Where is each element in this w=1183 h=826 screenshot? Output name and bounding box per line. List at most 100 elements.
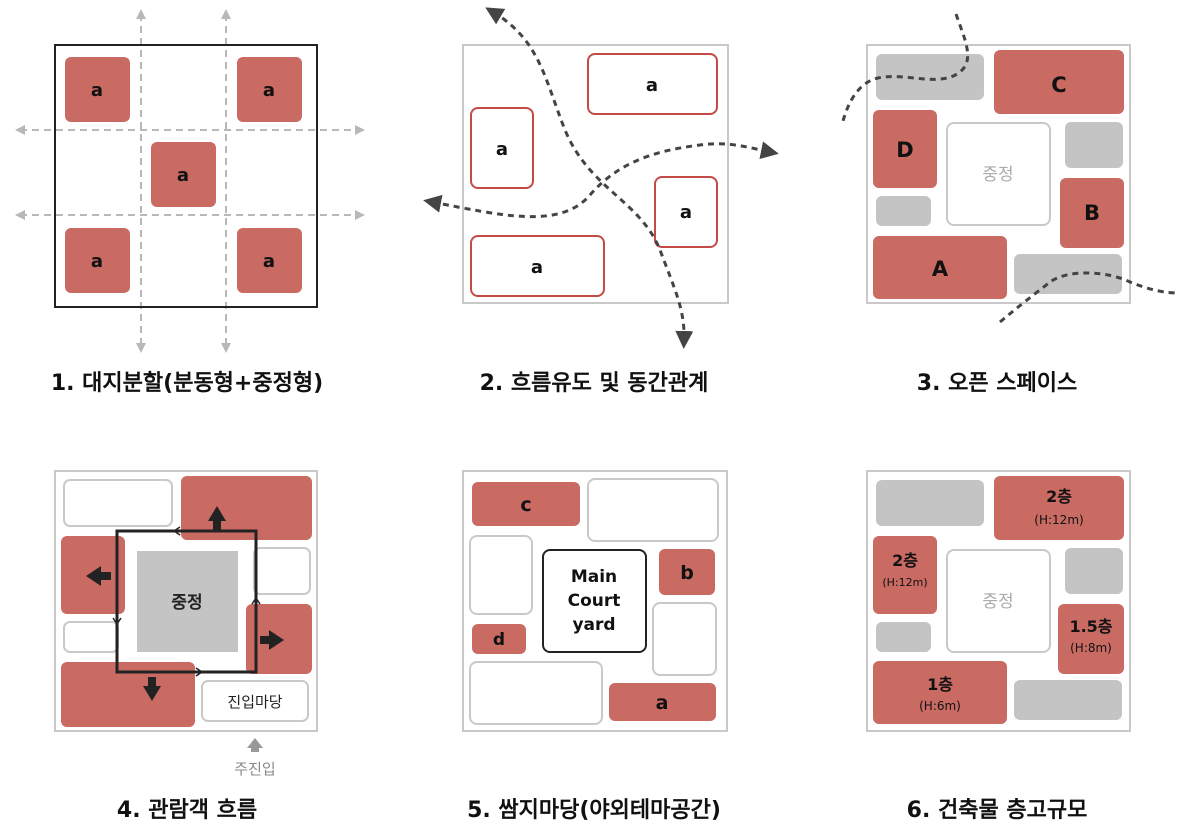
arrow-left-icon — [86, 566, 111, 586]
courtyard: 중정 — [946, 122, 1051, 226]
block-center: a — [151, 142, 216, 207]
block-label: a — [91, 80, 103, 101]
diagram-1-site-division: a a a a a — [15, 8, 365, 353]
block-top-left: a — [65, 57, 130, 122]
circulation-loop — [115, 529, 258, 674]
svg-text:D: D — [896, 138, 913, 162]
svg-text:(H:12m): (H:12m) — [882, 576, 927, 589]
flow-path-bottom — [999, 271, 1179, 324]
svg-text:Court: Court — [568, 591, 621, 611]
svg-text:C: C — [1051, 73, 1066, 97]
block-d: D — [873, 110, 937, 188]
block-left: a — [470, 107, 534, 189]
block-label: a — [263, 80, 275, 101]
block-label: a — [177, 165, 189, 186]
block-right: 1.5층 (H:8m) — [1058, 604, 1124, 674]
gray-block-right — [1065, 548, 1123, 594]
flow-paths — [840, 13, 1179, 324]
white-block-left — [63, 621, 119, 653]
gray-block-right — [1065, 122, 1123, 168]
block-top-right: a — [237, 57, 302, 122]
arrow-right-icon — [260, 630, 284, 650]
block-bottom-left: a — [65, 228, 130, 293]
yard-a: a — [609, 683, 716, 721]
caption-1: 1. 대지분할(분동형+중정형) — [50, 371, 324, 396]
arrow-up-icon — [208, 506, 226, 530]
yard-c: c — [472, 482, 580, 526]
svg-text:B: B — [1084, 201, 1100, 225]
main-entry: 주진입 — [234, 738, 276, 778]
yard-b: b — [659, 549, 715, 595]
gray-block-left — [876, 196, 931, 226]
flow-paths — [423, 7, 779, 349]
yard-d: d — [472, 624, 526, 654]
gray-block-left — [876, 622, 931, 652]
caption-4: 4. 관람객 흐름 — [116, 798, 258, 823]
diagram-4-visitor-flow: 진입마당 중정 주진입 — [54, 470, 318, 778]
red-block-bottom — [61, 662, 195, 727]
site-boundary — [54, 44, 318, 308]
svg-text:주진입: 주진입 — [234, 760, 275, 778]
svg-text:중정: 중정 — [982, 165, 1013, 185]
courtyard: 중정 — [137, 551, 238, 652]
white-block-left — [469, 535, 533, 615]
caption-2: 2. 흐름유도 및 동간관계 — [479, 371, 709, 396]
svg-text:yard: yard — [572, 615, 615, 635]
white-block-right — [253, 547, 311, 595]
svg-text:A: A — [932, 257, 949, 281]
diagram-3-open-space: C D 중정 B A — [840, 13, 1179, 324]
svg-text:d: d — [493, 630, 505, 650]
svg-text:중정: 중정 — [982, 592, 1013, 612]
svg-text:(H:12m): (H:12m) — [1034, 513, 1083, 527]
block-b: B — [1060, 178, 1124, 248]
block-left: 2층 (H:12m) — [873, 536, 937, 614]
flow-path-w-e — [423, 141, 779, 219]
entry-yard: 진입마당 — [201, 680, 309, 722]
block-top: a — [587, 53, 718, 115]
svg-text:1.5층: 1.5층 — [1069, 617, 1112, 636]
block-c: C — [994, 50, 1124, 114]
svg-text:c: c — [520, 494, 531, 516]
block-label: a — [91, 251, 103, 272]
svg-text:b: b — [680, 562, 694, 584]
caption-6: 6. 건축물 층고규모 — [906, 798, 1088, 823]
diagram-2-flow-guidance: a a a a — [423, 7, 779, 349]
entry-arrow-icon — [247, 738, 263, 752]
svg-text:a: a — [656, 692, 669, 714]
loop-direction-marks — [112, 526, 261, 677]
white-block-bottom-left — [469, 661, 603, 725]
white-block-top-right — [587, 478, 719, 542]
flow-path-top — [840, 13, 970, 126]
svg-text:1층: 1층 — [927, 675, 953, 694]
svg-text:중정: 중정 — [171, 593, 202, 613]
block-bottom: a — [470, 235, 605, 297]
flow-path-ne-sw — [485, 7, 694, 349]
gray-block-bottom-right — [1014, 680, 1122, 720]
arrow-down-icon — [143, 677, 161, 701]
block-right: a — [654, 176, 718, 248]
block-bottom: 1층 (H:6m) — [873, 661, 1007, 724]
block-label: a — [496, 139, 508, 160]
exit-arrows — [86, 506, 284, 701]
svg-text:Main: Main — [571, 567, 617, 587]
block-top-right: 2층 (H:12m) — [994, 476, 1124, 540]
white-block-right — [652, 602, 717, 676]
block-label: a — [531, 257, 543, 278]
svg-text:진입마당: 진입마당 — [227, 693, 282, 711]
block-a: A — [873, 236, 1007, 299]
white-block-top-left — [63, 479, 173, 527]
caption-5: 5. 쌈지마당(야외테마공간) — [467, 798, 721, 823]
svg-text:2층: 2층 — [892, 551, 918, 570]
gray-block-top-left — [876, 54, 984, 100]
block-label: a — [646, 75, 658, 96]
svg-text:(H:8m): (H:8m) — [1070, 641, 1112, 655]
courtyard: 중정 — [946, 549, 1051, 653]
main-courtyard: Main Court yard — [542, 549, 647, 653]
diagram-5-pocket-yards: c Main Court yard b d a — [462, 470, 728, 732]
block-label: a — [680, 202, 692, 223]
svg-text:(H:6m): (H:6m) — [919, 699, 961, 713]
guide-lines — [15, 8, 365, 353]
block-label: a — [263, 251, 275, 272]
svg-text:2층: 2층 — [1046, 487, 1072, 506]
